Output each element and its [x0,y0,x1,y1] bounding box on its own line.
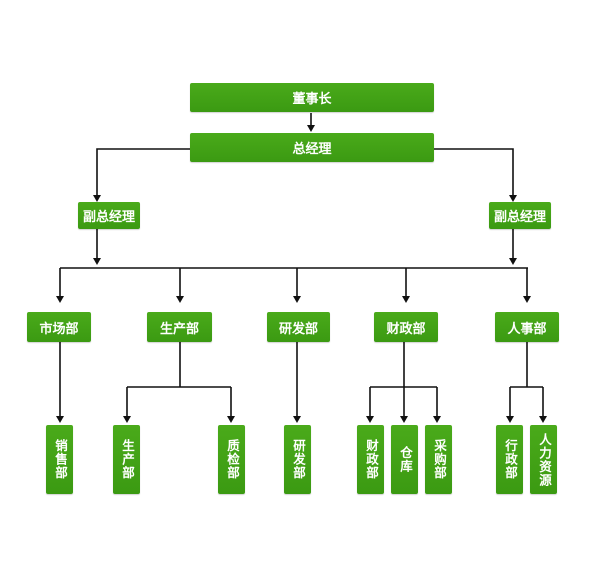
rnd-unit-label: 研发部 [290,439,306,480]
hr-resources-unit-label: 人力资源 [536,432,552,487]
sales-unit-box: 销售部 [46,425,73,494]
production-unit-box: 生产部 [113,425,140,494]
finance-unit-box: 财政部 [357,425,384,494]
hr-resources-unit-box: 人力资源 [530,425,557,494]
hr-dept-box: 人事部 [495,312,559,342]
purchasing-unit-box: 采购部 [425,425,452,494]
quality-unit-box: 质检部 [218,425,245,494]
rnd-unit-box: 研发部 [284,425,311,494]
rnd-dept-box: 研发部 [267,312,330,342]
deputy-gm-left-label: 副总经理 [82,210,135,225]
chairman-label: 董事长 [292,92,332,107]
finance-unit-label: 财政部 [363,439,379,480]
rnd-dept-label: 研发部 [278,321,318,337]
production-dept-box: 生产部 [147,312,212,342]
general-manager-box: 总经理 [190,133,434,162]
finance-dept-box: 财政部 [374,312,438,342]
general-manager-label: 总经理 [292,142,332,157]
admin-unit-label: 行政部 [502,439,518,480]
purchasing-unit-label: 采购部 [431,439,447,480]
hr-dept-label: 人事部 [507,321,547,337]
finance-dept-label: 财政部 [386,321,426,337]
warehouse-unit-label: 仓库 [397,446,413,473]
production-unit-label: 生产部 [119,439,135,480]
deputy-gm-right-box: 副总经理 [489,202,551,229]
deputy-gm-left-box: 副总经理 [78,202,140,229]
warehouse-unit-box: 仓库 [391,425,418,494]
deputy-gm-right-label: 副总经理 [493,210,546,225]
sales-unit-label: 销售部 [52,439,68,480]
chairman-box: 董事长 [190,83,434,112]
admin-unit-box: 行政部 [496,425,523,494]
quality-unit-label: 质检部 [224,439,240,480]
marketing-dept-box: 市场部 [27,312,91,342]
marketing-dept-label: 市场部 [39,321,79,337]
production-dept-label: 生产部 [159,321,199,337]
